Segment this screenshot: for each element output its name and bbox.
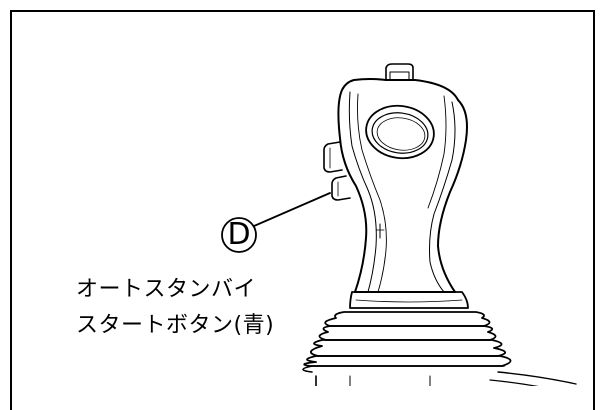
- caption-line-2: スタートボタン(青): [76, 313, 275, 338]
- circle-callout-icon: [221, 217, 257, 253]
- leader-line: [253, 192, 331, 227]
- rubber-boot-icon: [324, 311, 491, 327]
- callout-label-d: D: [227, 217, 251, 252]
- figure-frame: [10, 10, 595, 410]
- grip-top-tab: [385, 63, 414, 81]
- thumb-pad: [365, 104, 435, 160]
- caption-line-1: オートスタンバイ: [76, 277, 257, 302]
- joystick-diagram: [221, 63, 577, 386]
- joystick-grip-icon: [337, 78, 468, 293]
- button-caption: オートスタンバイ スタートボタン(青): [76, 272, 274, 344]
- grip-collar: [349, 291, 469, 309]
- side-button-upper: [323, 141, 343, 173]
- side-button-lower: [331, 175, 351, 201]
